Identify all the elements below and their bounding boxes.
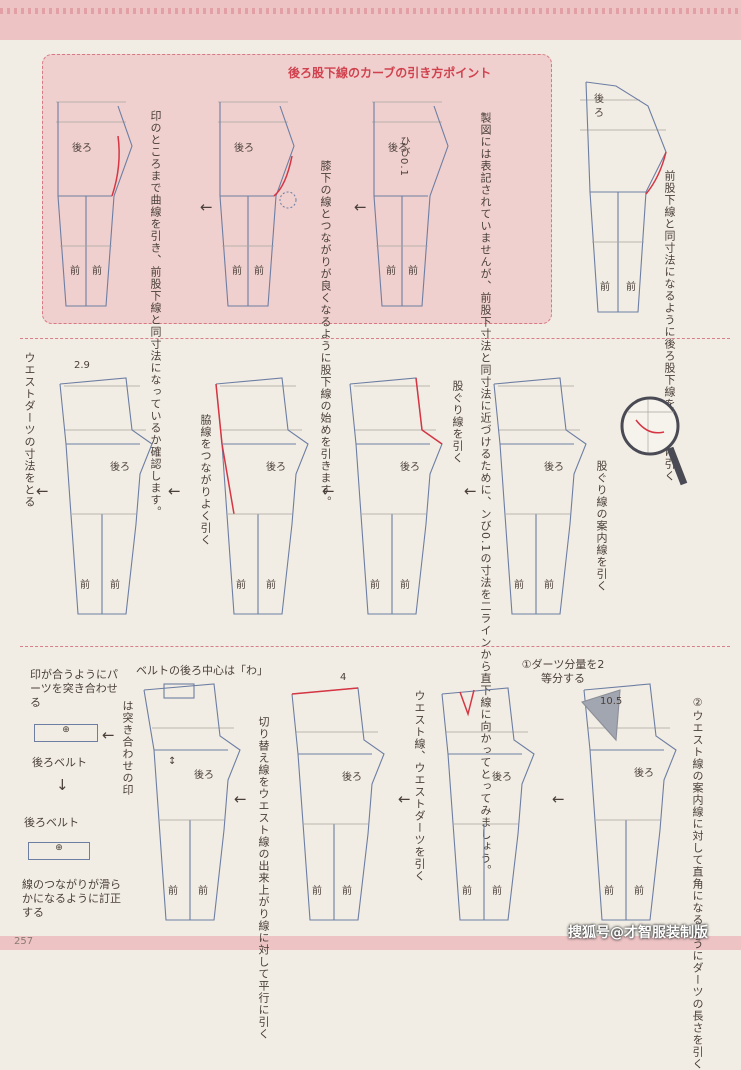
back-belt-label-2: 後ろベルト (24, 816, 79, 829)
svg-text:前: 前 (386, 264, 396, 277)
svg-text:後ろ: 後ろ (400, 460, 420, 473)
belt-piece-2: ⊕ (28, 842, 90, 860)
match-parts-label: 印が合うようにパーツを突き合わせる (30, 668, 118, 709)
panel-arrow-2: ← (354, 198, 367, 216)
row3-pattern-4: 後ろ 前 前 (581, 683, 677, 921)
side-line-label: 脇線をつながりよく引く (199, 414, 212, 546)
match-mark-label: は突き合わせの印 (121, 700, 134, 796)
waist-dart-label: ウエストダーツの寸法をとる (23, 352, 36, 508)
svg-text:前: 前 (626, 280, 636, 293)
cut-note-label: 切り替え線をウエスト線の出来上がり線に対して平行に引く (257, 716, 270, 1040)
belt-arrow-1: ← (102, 726, 115, 744)
crotch-line-label: 股ぐり線を引く (451, 380, 464, 464)
top-band (0, 0, 741, 40)
row2-pattern-2: 後ろ 前 前 (215, 377, 309, 615)
svg-text:後ろ: 後ろ (342, 770, 362, 783)
svg-text:ろ: ろ (594, 108, 604, 119)
row3-pattern-1: 後ろ ↕ 前 前 (143, 683, 241, 921)
down-arrow: ↓ (56, 776, 69, 794)
hibi-label: ひび0.1 (398, 136, 409, 177)
panel-arrow-1: ← (200, 198, 213, 216)
svg-text:前: 前 (70, 264, 80, 277)
back-belt-label-1: 後ろベルト (32, 756, 87, 769)
svg-text:前: 前 (492, 884, 502, 897)
svg-text:前: 前 (92, 264, 102, 277)
svg-text:後ろ: 後ろ (492, 770, 512, 783)
svg-text:前: 前 (370, 578, 380, 591)
top-band-stripe (0, 8, 741, 14)
right-note: 前股下線と同寸法になるように後ろ股下線をカーブに引く (663, 170, 676, 482)
svg-text:前: 前 (604, 884, 614, 897)
row2-pattern-3: 後ろ 前 前 (349, 377, 443, 615)
panel-note-a: 製図には表記されていませんが、前股下寸法と同寸法に近づけるために、ンび0.1の寸… (479, 112, 492, 877)
svg-text:前: 前 (514, 578, 524, 591)
svg-text:前: 前 (254, 264, 264, 277)
svg-text:前: 前 (408, 264, 418, 277)
svg-text:後ろ: 後ろ (634, 766, 654, 779)
panel-note-b: 膝下の線とつながりが良くなるように股下線の始めを引きます。 (319, 160, 332, 508)
bottom-band (0, 936, 741, 950)
panel-pattern-1: 後ろ 前前 (56, 101, 133, 307)
svg-text:前: 前 (236, 578, 246, 591)
svg-text:前: 前 (600, 280, 610, 293)
svg-text:前: 前 (198, 884, 208, 897)
panel-pattern-2: 後ろ 前前 (218, 101, 297, 307)
svg-text:前: 前 (400, 578, 410, 591)
svg-text:前: 前 (110, 578, 120, 591)
svg-text:後: 後 (234, 141, 244, 154)
smooth-line-label: 線のつながりが滑らかになるように訂正する (22, 878, 121, 919)
svg-text:前: 前 (544, 578, 554, 591)
row2-arrow-3: ← (322, 482, 335, 500)
row3-arrow-3: ← (552, 790, 565, 808)
svg-text:後ろ: 後ろ (110, 460, 130, 473)
belt-center-label: ベルトの後ろ中心は「わ」 (136, 664, 268, 677)
watermark: 搜狐号@才智服装制版 (568, 925, 708, 941)
row2-arrow-4: ← (464, 482, 477, 500)
right-pattern: 後ろ 前 前 (580, 81, 667, 313)
dims-label: 2.9 (74, 360, 90, 371)
svg-text:前: 前 (266, 578, 276, 591)
svg-text:ろ: ろ (82, 143, 92, 154)
row3-pattern-2: 後ろ 前 前 (291, 687, 385, 921)
panel-pattern-3: 後ろ 前前 (372, 101, 449, 307)
row2-arrow-2: ← (168, 482, 181, 500)
svg-text:前: 前 (80, 578, 90, 591)
svg-text:後: 後 (72, 141, 82, 154)
svg-text:後ろ: 後ろ (194, 768, 214, 781)
svg-text:前: 前 (232, 264, 242, 277)
svg-text:ろ: ろ (244, 143, 254, 154)
row3-pattern-3: 後ろ 前 前 (441, 687, 535, 921)
svg-text:後: 後 (594, 92, 604, 105)
svg-text:後ろ: 後ろ (544, 460, 564, 473)
svg-text:前: 前 (634, 884, 644, 897)
svg-text:↕: ↕ (168, 756, 176, 767)
dart-divide-label: ①ダーツ分量を2等分する (521, 658, 605, 685)
magnifier-icon (620, 396, 688, 486)
svg-text:後ろ: 後ろ (266, 460, 286, 473)
svg-text:ろ: ろ (398, 143, 408, 154)
svg-text:前: 前 (342, 884, 352, 897)
svg-text:後: 後 (388, 141, 398, 154)
row2-pattern-1: 後ろ 前 前 (59, 377, 153, 615)
svg-text:前: 前 (168, 884, 178, 897)
right-angle-note: ②ウエスト線の案内線に対して直角になるようにダーツの長さを引く (691, 696, 704, 1070)
row3-arrow-1: ← (234, 790, 247, 808)
dim-105-label: 10.5 (600, 696, 623, 707)
panel-title: 後ろ股下線のカーブの引き方ポイント (288, 66, 492, 80)
panel-note-c: 印のところまで曲線を引き、前股下線と同寸法になっているか確認します。 (148, 110, 162, 518)
row2-pattern-4: 後ろ 前 前 (493, 377, 587, 615)
guide-line-label: 股ぐり線の案内線を引く (595, 460, 608, 592)
svg-text:前: 前 (462, 884, 472, 897)
waist-dart-note: ウエスト線、ウエストダーツを引く (413, 690, 426, 882)
row3-arrow-2: ← (398, 790, 411, 808)
separator-1 (20, 338, 730, 339)
separator-2 (20, 646, 730, 647)
svg-text:前: 前 (312, 884, 322, 897)
page-number: 257 (14, 936, 34, 947)
tip-panel (42, 54, 552, 324)
belt-piece-1: ⊕ (34, 724, 98, 742)
row2-arrow-1: ← (36, 482, 49, 500)
dim-4-label: 4 (340, 672, 347, 683)
